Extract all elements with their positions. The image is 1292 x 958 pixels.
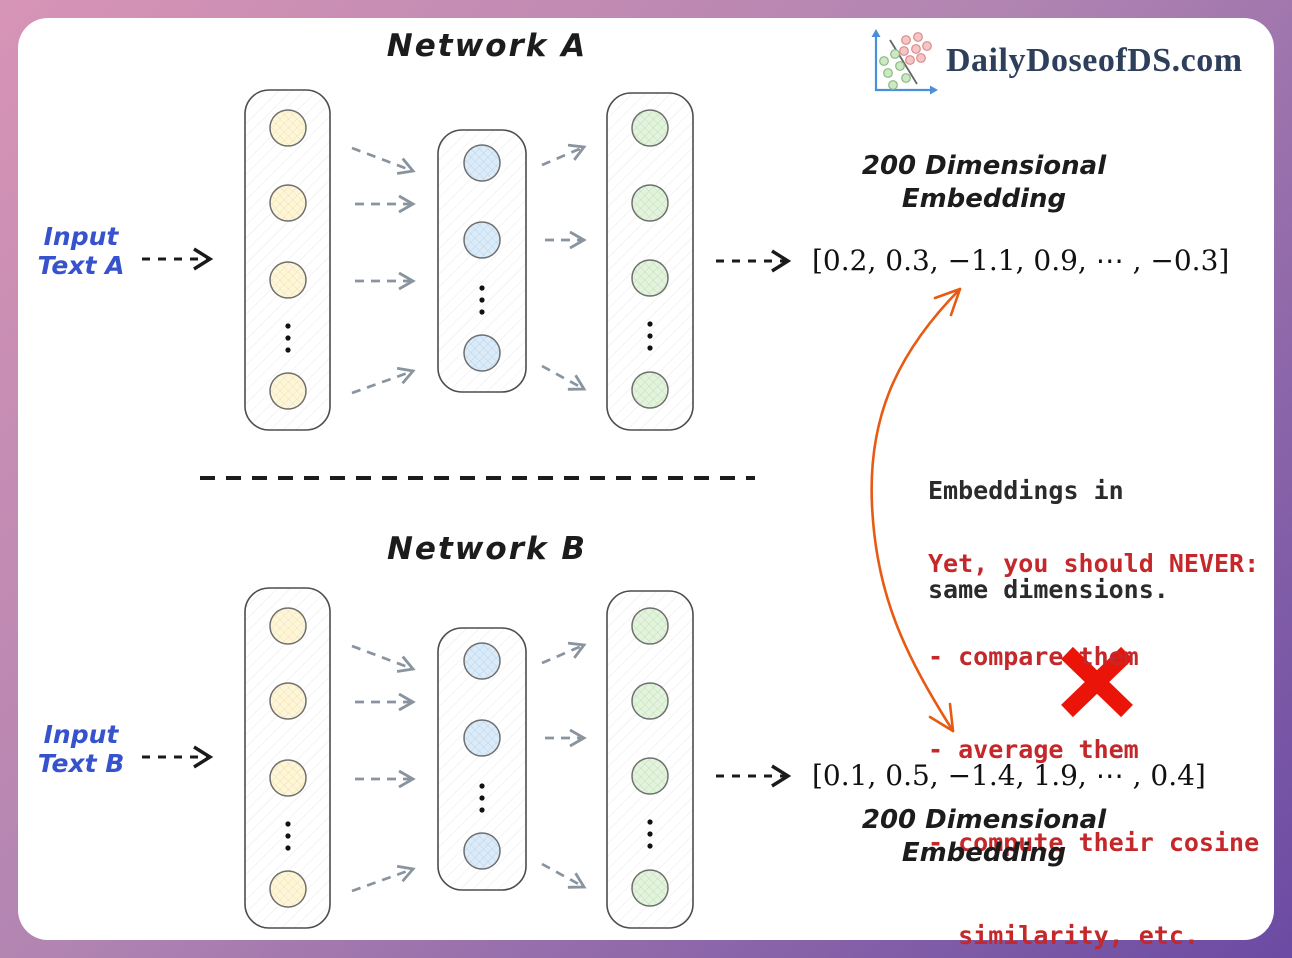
network-b-hidden-layer <box>437 627 527 891</box>
cross-icon <box>1061 646 1133 718</box>
network-b-input-layer <box>244 587 331 929</box>
network-b-embedding-label: 200 Dimensional Embedding <box>861 805 1107 869</box>
network-a-title: Network A <box>386 28 588 64</box>
network-a-hidden-layer <box>437 129 527 393</box>
network-a-flow-arrows <box>351 143 587 395</box>
network-b-input-label: Input Text B <box>37 720 125 778</box>
network-b-title: Network B <box>386 531 588 567</box>
network-b-flow-arrows <box>351 641 587 893</box>
network-b-embedding-vector: [0.1, 0.5, −1.4, 1.9, ⋯ , 0.4] <box>812 759 1206 792</box>
network-b-output-layer <box>606 590 694 929</box>
network-a-output-layer <box>606 92 694 431</box>
network-a-input-layer <box>244 89 331 431</box>
never-warning-list: Yet, you should NEVER: - compare them - … <box>928 549 1260 950</box>
network-a-input-label: Input Text A <box>37 222 125 280</box>
network-a-embedding-label: 200 Dimensional Embedding <box>861 151 1107 215</box>
embeddings-link-arrow <box>870 287 962 733</box>
network-a-embedding-vector: [0.2, 0.3, −1.1, 0.9, ⋯ , −0.3] <box>812 244 1230 277</box>
brand-wordmark: DailyDoseofDS.com <box>946 42 1243 79</box>
scatter-plot-icon <box>871 29 938 95</box>
same-dimensions-note: Embeddings in same dimensions. <box>928 476 1169 604</box>
